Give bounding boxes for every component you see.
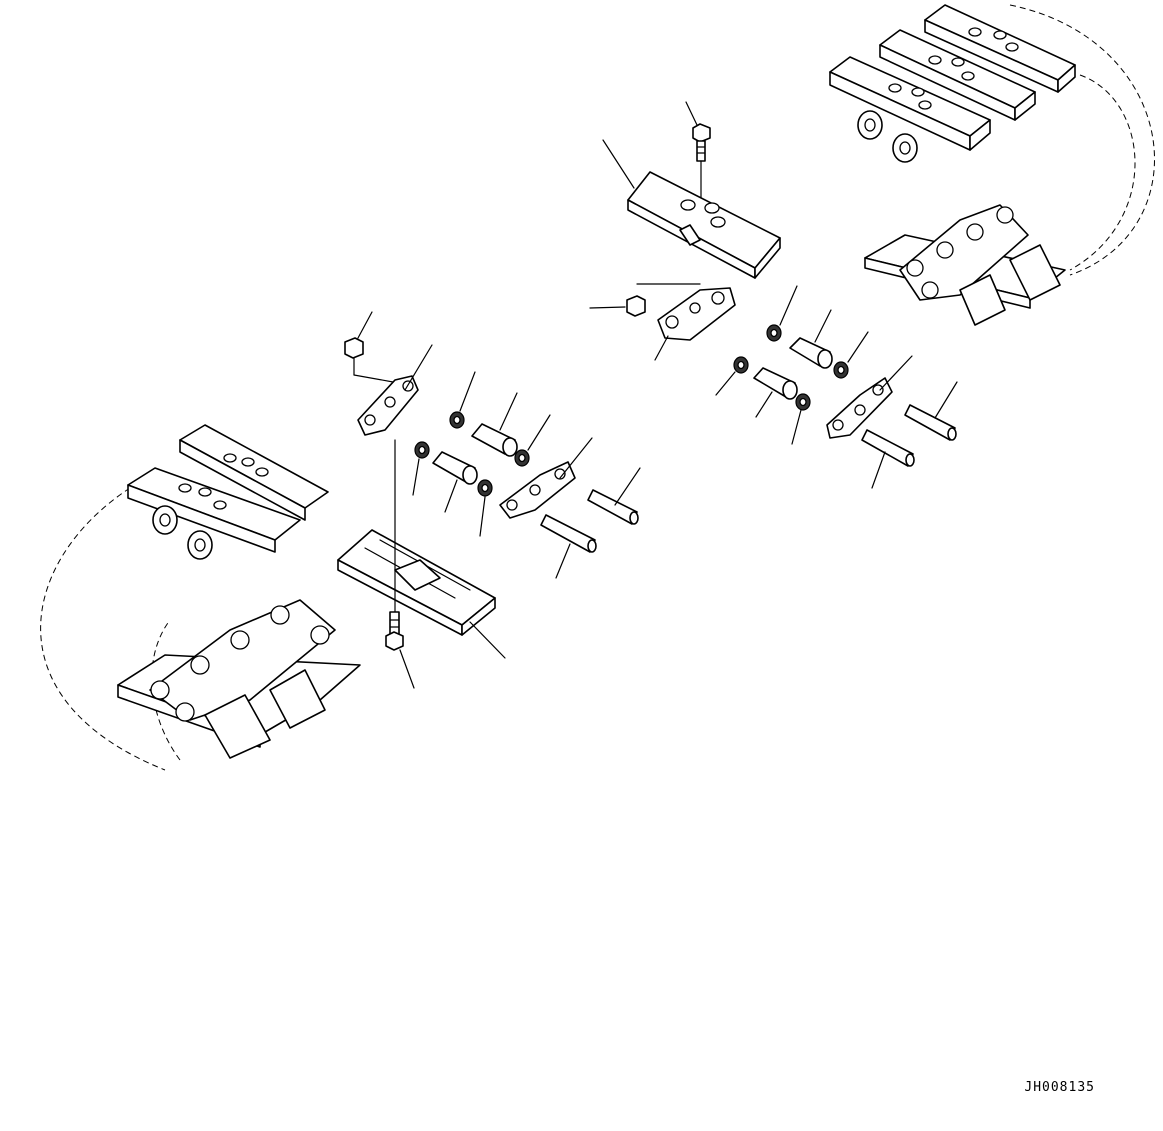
master-link-right-b	[826, 377, 893, 439]
pin-left-2	[540, 514, 597, 553]
bushing-right-1	[789, 337, 833, 369]
track-loop-left	[40, 487, 181, 771]
track-shoe	[879, 29, 1036, 121]
seal-left-1	[449, 411, 465, 429]
track-segment-lower-right	[864, 204, 1066, 326]
callout-leaders	[357, 101, 958, 689]
track-loop-right	[1009, 4, 1155, 276]
bolt-upper	[692, 123, 711, 201]
track-shoe	[127, 467, 301, 553]
track-shoe-single-lower	[337, 529, 496, 636]
track-segment-upper-left	[127, 424, 329, 560]
track-segment-upper-right	[829, 4, 1076, 163]
bolt-lower	[385, 439, 404, 651]
track-shoe-single-upper	[627, 171, 781, 279]
seal-left-2	[514, 449, 530, 467]
figure-code: JH008135	[1024, 1080, 1095, 1095]
seal-right-1	[766, 324, 782, 342]
track-segment-lower-left	[117, 599, 361, 759]
pin-left-1	[587, 489, 639, 525]
bushing-left-1	[471, 423, 518, 457]
track-link-ends	[152, 505, 213, 560]
pin-right-2	[861, 429, 915, 467]
pin-right-1	[904, 404, 957, 441]
nut-left	[344, 337, 411, 386]
nut-right	[626, 283, 701, 317]
seal-right-3	[733, 356, 749, 374]
bushing-right-2	[753, 367, 798, 400]
master-link-left-a	[357, 375, 419, 436]
seal-right-4	[795, 393, 811, 411]
track-link-ends	[857, 110, 918, 163]
master-link-right-a	[657, 287, 736, 341]
track-shoe	[829, 56, 991, 151]
track-shoe	[179, 424, 329, 521]
seal-right-2	[833, 361, 849, 379]
seal-left-4	[477, 479, 493, 497]
master-link-left-b	[499, 461, 576, 519]
track-shoe	[924, 4, 1076, 93]
seal-left-3	[414, 441, 430, 459]
bushing-left-2	[432, 451, 478, 485]
